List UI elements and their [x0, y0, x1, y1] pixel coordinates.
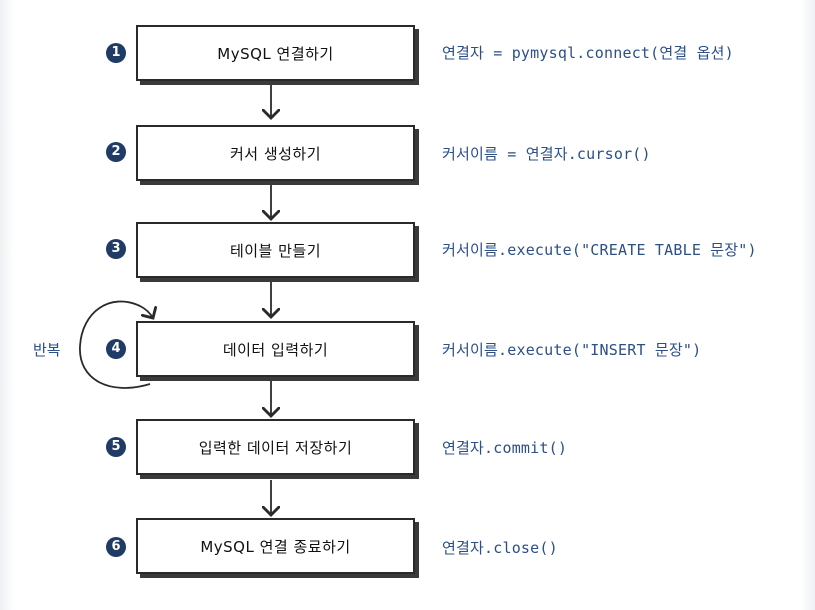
step-2-label: 커서 생성하기: [229, 144, 322, 163]
loop-arrow: [79, 300, 153, 389]
step-4-box: 데이터 입력하기: [136, 321, 415, 377]
step-3-label: 테이블 만들기: [229, 241, 322, 260]
step-1-code: 연결자 = pymysql.connect(연결 옵션): [442, 44, 734, 62]
step-2-box: 커서 생성하기: [136, 125, 415, 181]
step-5-badge: 5: [106, 437, 126, 457]
step-1-badge: 1: [106, 43, 126, 63]
step-4-label: 데이터 입력하기: [222, 340, 329, 359]
step-5-label: 입력한 데이터 저장하기: [198, 438, 353, 457]
step-2-code: 커서이름 = 연결자.cursor(): [442, 145, 651, 163]
step-1-box: MySQL 연결하기: [136, 25, 415, 81]
step-6-badge: 6: [106, 537, 126, 557]
step-3-code: 커서이름.execute("CREATE TABLE 문장"): [442, 241, 757, 259]
step-6-label: MySQL 연결 종료하기: [200, 537, 351, 556]
loop-label: 반복: [33, 341, 61, 359]
step-3-box: 테이블 만들기: [136, 222, 415, 278]
step-1-label: MySQL 연결하기: [217, 44, 334, 63]
step-2-badge: 2: [106, 142, 126, 162]
step-5-code: 연결자.commit(): [442, 439, 568, 457]
step-6-code: 연결자.close(): [442, 539, 558, 557]
step-3-badge: 3: [106, 239, 126, 259]
step-4-badge: 4: [106, 339, 126, 359]
step-5-box: 입력한 데이터 저장하기: [136, 419, 415, 475]
step-6-box: MySQL 연결 종료하기: [136, 518, 415, 574]
step-4-code: 커서이름.execute("INSERT 문장"): [442, 341, 702, 359]
